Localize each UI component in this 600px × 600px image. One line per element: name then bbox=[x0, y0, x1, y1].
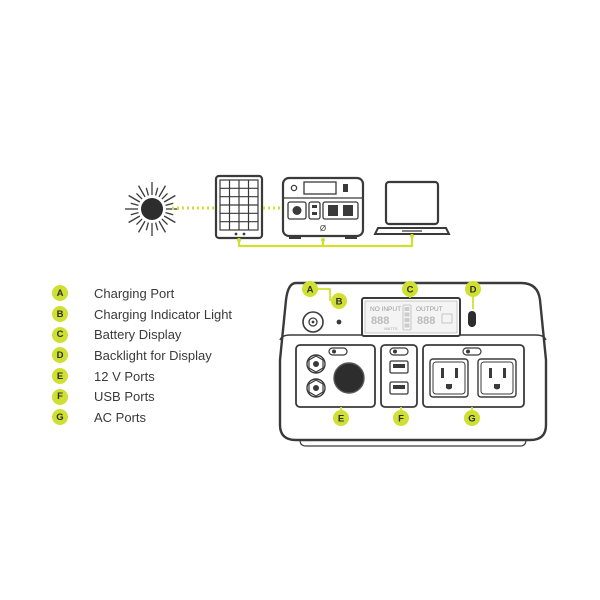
usb-port-icon bbox=[389, 381, 409, 395]
callout-c: C bbox=[402, 281, 418, 297]
legend-badge: B bbox=[52, 306, 68, 323]
legend-item-charging-indicator: B Charging Indicator Light bbox=[52, 304, 252, 325]
display-output-digits: 888 bbox=[417, 315, 435, 327]
power-station-icon: Ø bbox=[281, 176, 365, 239]
sun-ray bbox=[135, 192, 143, 200]
legend-badge: C bbox=[52, 326, 68, 343]
legend-label: AC Ports bbox=[94, 409, 147, 425]
display-input-label: NO INPUT bbox=[370, 306, 401, 313]
sun-ray bbox=[165, 202, 174, 207]
svg-text:Ø: Ø bbox=[320, 224, 326, 233]
sun-ray bbox=[135, 218, 143, 226]
12v-port-icon bbox=[306, 378, 326, 398]
svg-text:E: E bbox=[338, 414, 344, 425]
display-output-label: OUTPUT bbox=[416, 306, 443, 313]
legend-badge: G bbox=[52, 409, 68, 426]
sun-ray bbox=[128, 194, 141, 203]
battery-level-icon bbox=[402, 304, 412, 331]
legend-item-usb-ports: F USB Ports bbox=[52, 386, 252, 407]
legend: A Charging Port B Charging Indicator Lig… bbox=[52, 283, 252, 428]
usb-port-icon bbox=[389, 360, 409, 374]
sun-ray bbox=[128, 215, 141, 224]
sun-ray bbox=[163, 215, 176, 224]
legend-item-battery-display: C Battery Display bbox=[52, 324, 252, 345]
solar-panel-icon bbox=[214, 174, 264, 240]
legend-item-backlight: D Backlight for Display bbox=[52, 345, 252, 366]
legend-item-12v-ports: E 12 V Ports bbox=[52, 366, 252, 387]
sun-ray bbox=[161, 218, 169, 226]
sun-ray bbox=[130, 211, 139, 216]
svg-text:C: C bbox=[407, 285, 414, 296]
legend-label: USB Ports bbox=[94, 389, 155, 405]
station-to-laptop-line bbox=[323, 236, 414, 248]
ac-outlet-icon bbox=[429, 358, 469, 398]
svg-text:A: A bbox=[307, 285, 314, 296]
12v-port-icon bbox=[306, 354, 326, 374]
callout-g: G bbox=[464, 410, 480, 426]
callout-b: B bbox=[331, 293, 347, 309]
legend-badge: D bbox=[52, 347, 68, 364]
sun-ray bbox=[161, 192, 169, 200]
sun-ray bbox=[145, 222, 150, 231]
ac-ports-module bbox=[422, 344, 525, 408]
battery-display: NO INPUT 888 WATTS OUTPUT 888 bbox=[361, 297, 461, 337]
display-input-unit: WATTS bbox=[384, 326, 398, 331]
sun-ray bbox=[130, 202, 139, 207]
charging-indicator-light bbox=[336, 319, 342, 325]
legend-label: Charging Indicator Light bbox=[94, 306, 233, 322]
sun-ray bbox=[154, 187, 159, 196]
sun-ray bbox=[137, 220, 146, 233]
svg-text:F: F bbox=[398, 414, 404, 425]
sun-ray bbox=[158, 220, 167, 233]
backlight-button bbox=[468, 311, 476, 327]
car-socket-icon bbox=[334, 363, 364, 393]
callout-d: D bbox=[465, 281, 481, 297]
12v-ports-module bbox=[295, 344, 376, 408]
legend-label: Battery Display bbox=[94, 327, 182, 343]
sun-ray bbox=[165, 211, 174, 216]
sun-ray bbox=[158, 185, 167, 198]
panel-to-station-line bbox=[237, 240, 325, 248]
sun-ray bbox=[137, 185, 146, 198]
svg-text:G: G bbox=[468, 414, 475, 425]
panel-cell-frame bbox=[219, 179, 259, 231]
display-input-digits: 888 bbox=[371, 315, 389, 327]
legend-label: Backlight for Display bbox=[94, 347, 212, 363]
laptop-icon bbox=[373, 180, 451, 235]
usb-ports-module bbox=[380, 344, 418, 408]
sun-ray bbox=[154, 222, 159, 231]
legend-badge: A bbox=[52, 285, 68, 302]
svg-text:B: B bbox=[336, 297, 343, 308]
callout-a: A bbox=[302, 281, 318, 297]
legend-label: Charging Port bbox=[94, 285, 175, 301]
sun-ray bbox=[163, 194, 176, 203]
power-station-front-panel: NO INPUT 888 WATTS OUTPUT 888 bbox=[278, 281, 548, 447]
legend-item-ac-ports: G AC Ports bbox=[52, 407, 252, 428]
callout-e: E bbox=[333, 410, 349, 426]
sun-icon bbox=[125, 182, 179, 236]
legend-item-charging-port: A Charging Port bbox=[52, 283, 252, 304]
callout-f: F bbox=[393, 410, 409, 426]
legend-badge: F bbox=[52, 388, 68, 405]
legend-label: 12 V Ports bbox=[94, 368, 155, 384]
sun-ray bbox=[145, 187, 150, 196]
ac-outlet-icon bbox=[477, 358, 517, 398]
svg-text:D: D bbox=[470, 285, 477, 296]
legend-badge: E bbox=[52, 368, 68, 385]
